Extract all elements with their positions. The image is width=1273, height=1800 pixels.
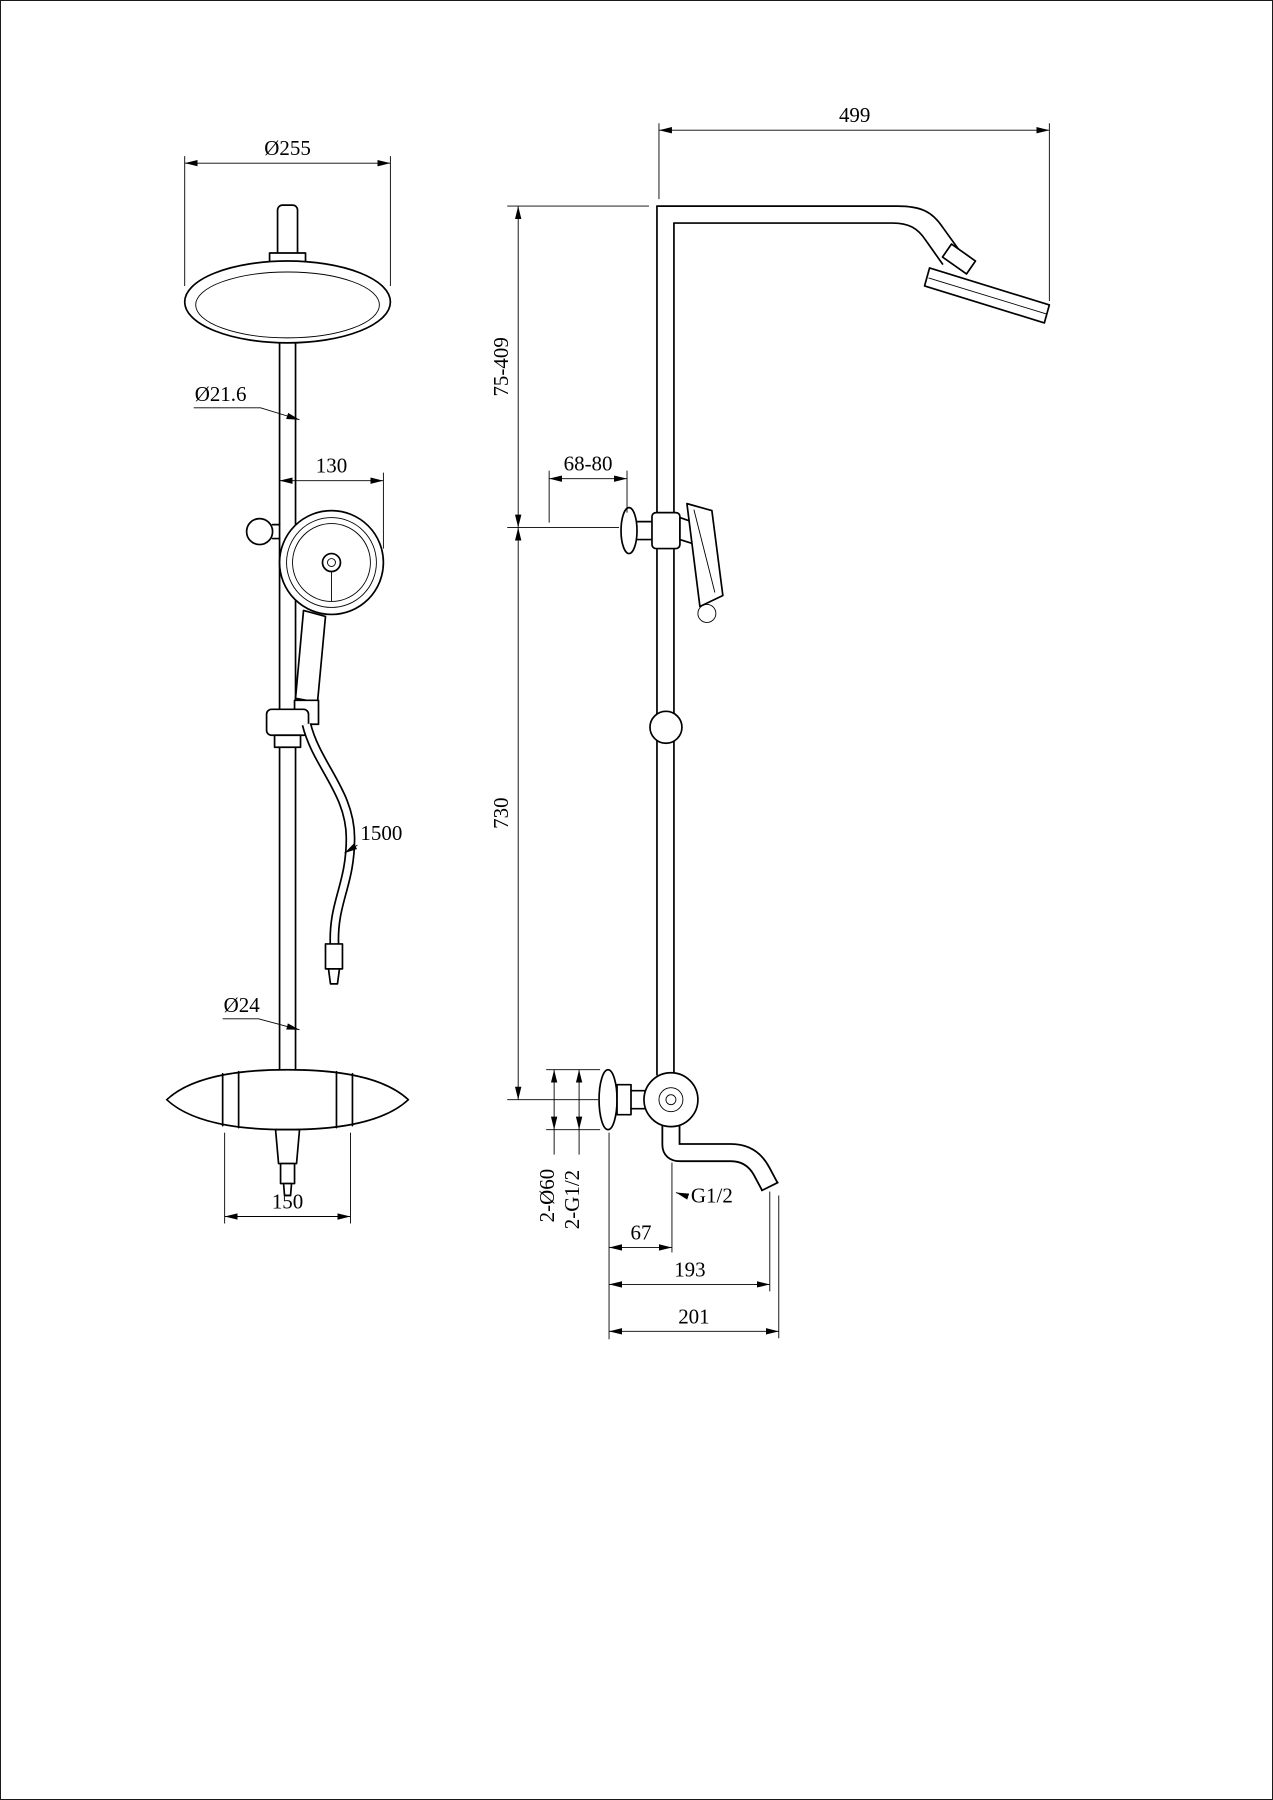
dim-inlet-thread: 2-G1/2	[560, 1170, 584, 1229]
mixer-valve-side	[598, 1068, 779, 1192]
dim-wall-to-outlet: 67	[631, 1220, 652, 1244]
front-view	[165, 204, 410, 1197]
dim-head-diameter: Ø255	[264, 136, 311, 160]
shower-hose	[301, 722, 356, 985]
dim-upper-height-range: 75-409	[489, 337, 513, 396]
bracket-knob	[245, 517, 274, 546]
front-dimensions: Ø255 Ø21.6 130 1500 Ø24 150	[184, 136, 402, 1224]
dim-riser-diameter: Ø24	[224, 993, 261, 1017]
dim-valve-span: 150	[272, 1190, 303, 1214]
dim-spout-thread: G1/2	[691, 1184, 733, 1208]
rain-shower-head-side	[923, 243, 1051, 324]
dim-wall-to-spout: 193	[674, 1257, 705, 1281]
dim-bracket-depth-range: 68-80	[564, 452, 613, 476]
hand-shower-handle	[294, 609, 327, 704]
side-dimensions: 499 75-409 68-80 730 2-Ø60 2-G1/2 G1/2 6…	[489, 103, 1050, 1340]
hand-shower-front	[245, 509, 385, 726]
dim-pipe-diameter: Ø21.6	[195, 382, 247, 406]
mixer-valve-front	[165, 1068, 410, 1197]
slider-clamp-front	[265, 708, 310, 749]
dim-flange-diameter: 2-Ø60	[535, 1169, 559, 1223]
riser-pipe-front	[278, 342, 297, 1073]
dim-hose-length: 1500	[360, 821, 402, 845]
spout-front	[274, 1128, 301, 1165]
wall-flange	[598, 1068, 618, 1131]
wall-bracket-side	[620, 502, 724, 623]
dim-handshower-diameter: 130	[316, 454, 347, 478]
dim-arm-reach: 499	[839, 103, 870, 127]
rain-shower-head-front	[183, 204, 392, 344]
side-view	[598, 205, 1051, 1192]
riser-pipe-side	[656, 205, 962, 1076]
dim-wall-to-spout-tip: 201	[678, 1304, 709, 1328]
hand-shower-side	[686, 502, 724, 608]
slider-knob-side	[649, 710, 683, 745]
dim-riser-height: 730	[489, 797, 513, 828]
